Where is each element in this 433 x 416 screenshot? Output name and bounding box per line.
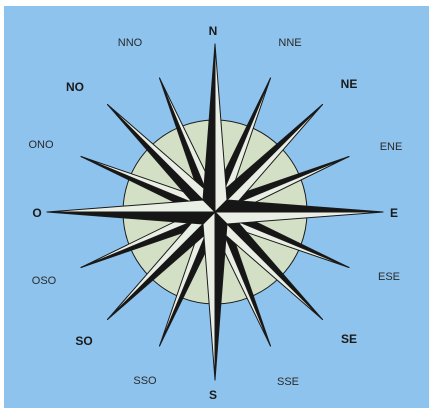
label-nne: NNE <box>278 37 301 49</box>
label-ese: ESE <box>378 271 400 283</box>
label-se: SE <box>341 332 357 346</box>
label-o: O <box>32 206 41 220</box>
label-so: SO <box>75 334 92 348</box>
label-s: S <box>209 388 217 402</box>
label-ene: ENE <box>380 141 403 153</box>
label-e: E <box>390 206 398 220</box>
label-nno: NNO <box>118 37 143 49</box>
label-ono: ONO <box>28 139 54 151</box>
label-n: N <box>209 24 218 38</box>
label-sso: SSO <box>133 375 157 387</box>
label-ne: NE <box>341 77 358 91</box>
label-no: NO <box>66 80 84 94</box>
label-sse: SSE <box>277 376 299 388</box>
label-oso: OSO <box>32 275 57 287</box>
